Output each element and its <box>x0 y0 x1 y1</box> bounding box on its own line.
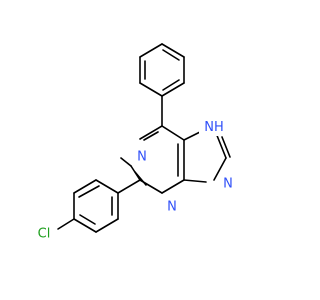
imidazole-ring <box>183 127 231 183</box>
phenyl-ring <box>139 43 185 97</box>
atom-labels: N N NH N Cl <box>33 120 234 242</box>
nitrogen-imidazole-label: N <box>223 177 233 192</box>
nitrogen-h-label: NH <box>204 120 224 135</box>
chemical-structure: N N NH N Cl <box>33 43 234 242</box>
nitrogen-lower-label: N <box>167 200 177 215</box>
nitrogen-upper-label: N <box>137 150 147 165</box>
pyrimidine-ring <box>120 125 185 194</box>
chlorophenyl-ring <box>57 179 141 233</box>
chlorine-label: Cl <box>38 227 51 242</box>
